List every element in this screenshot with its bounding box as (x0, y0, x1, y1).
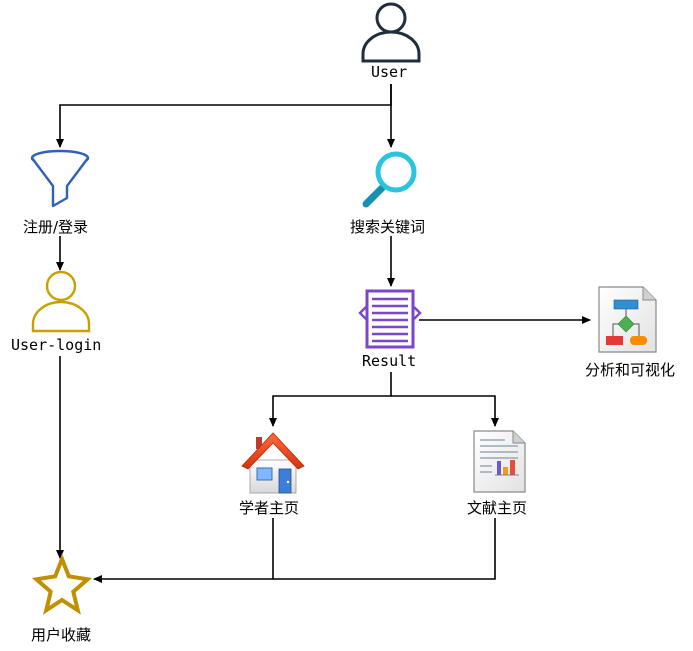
node-label-scholar-home: 学者主页 (239, 499, 300, 517)
document-list-icon (358, 289, 422, 349)
funnel-icon (30, 149, 90, 208)
edge-result-to-paper (391, 395, 499, 427)
report-document-icon (473, 430, 526, 493)
node-label-analysis: 分析和可视化 (585, 361, 676, 379)
magnifier-icon (362, 151, 417, 208)
person-icon (361, 2, 421, 63)
star-icon (31, 553, 93, 615)
edge-paper-to-favorites (273, 518, 496, 580)
edge-user-to-register (56, 84, 392, 148)
house-icon (241, 432, 305, 494)
node-label-favorites: 用户收藏 (31, 626, 92, 644)
node-label-user: User (371, 63, 408, 81)
person-icon (31, 270, 91, 333)
connectors (56, 84, 591, 583)
edge-result-to-scholar (269, 372, 392, 427)
flowchart-document-icon (598, 286, 657, 353)
node-label-register: 注册/登录 (23, 218, 89, 236)
node-label-user-login: User-login (11, 336, 102, 354)
node-label-paper-home: 文献主页 (467, 499, 528, 517)
edge-scholar-to-favorites (93, 518, 274, 583)
node-label-result: Result (362, 352, 417, 370)
node-label-search: 搜索关键词 (350, 218, 426, 236)
